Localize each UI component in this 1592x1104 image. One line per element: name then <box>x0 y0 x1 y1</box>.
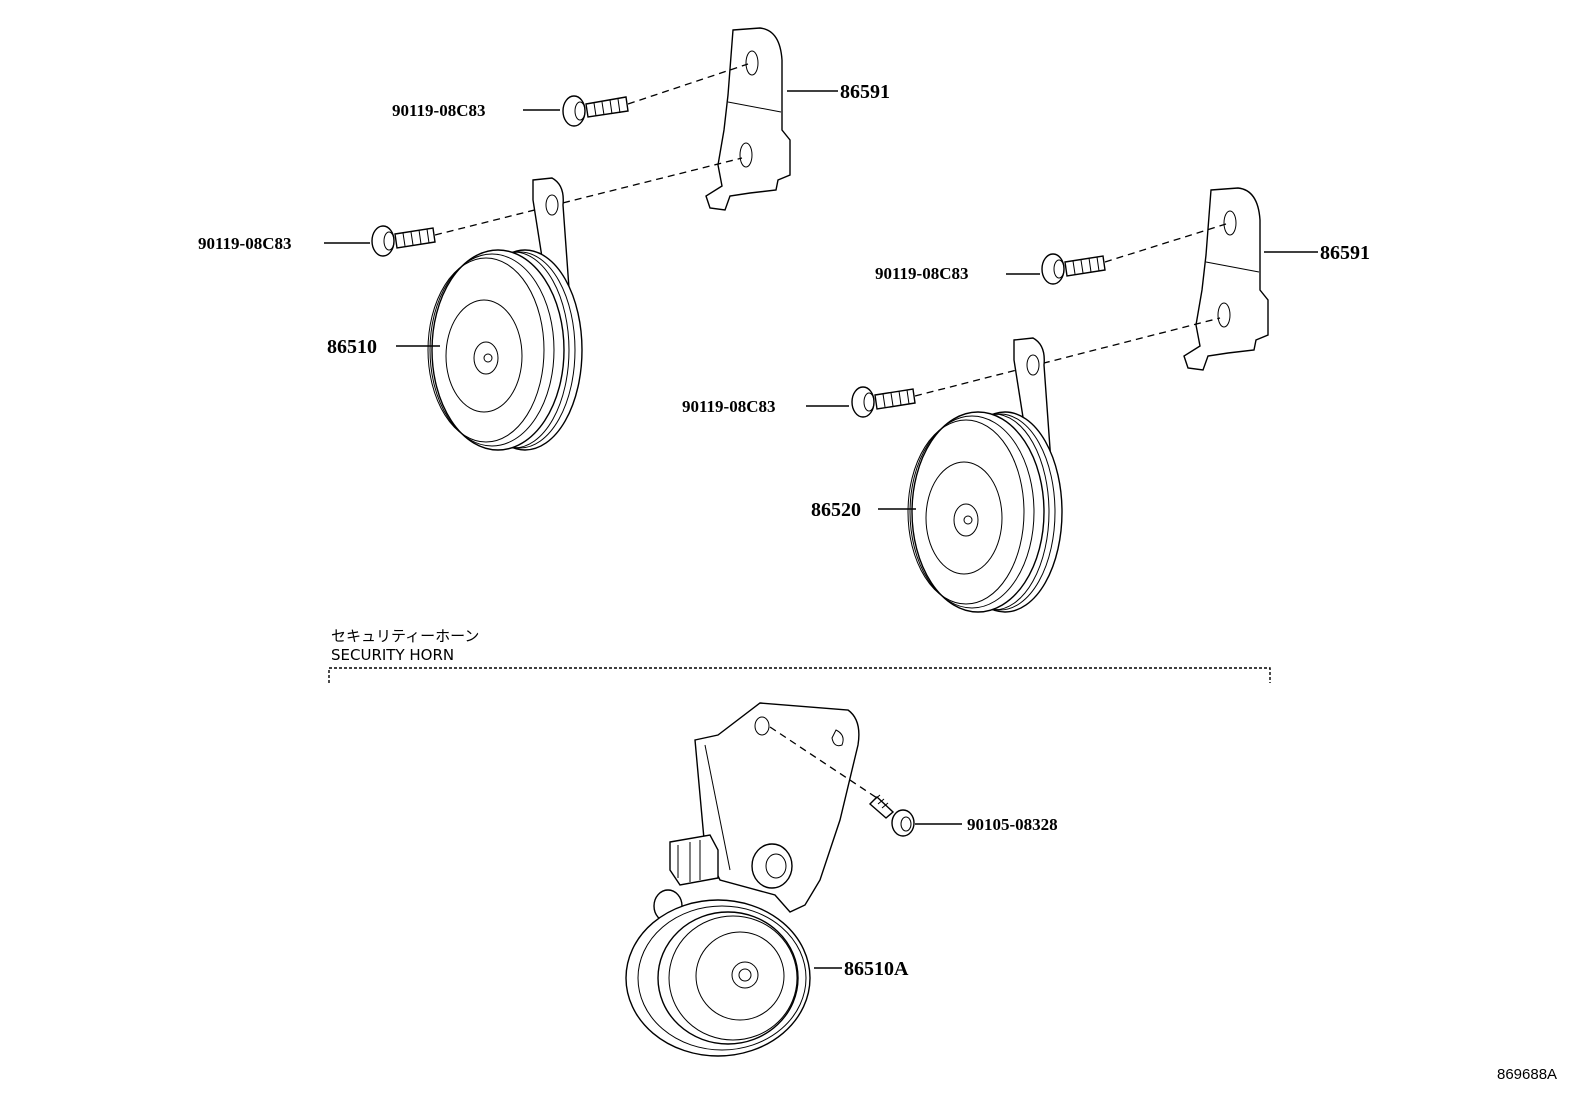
bolt-2 <box>371 225 436 257</box>
horn-86520 <box>907 337 1063 613</box>
label-bracket-2: 86591 <box>1320 242 1370 264</box>
bolt-3 <box>1041 253 1106 285</box>
horn-86510a <box>625 834 811 1057</box>
reference-code: 869688A <box>1497 1066 1557 1083</box>
bolt-4 <box>851 386 916 418</box>
bracket-86591-left <box>705 27 791 211</box>
security-bolt <box>868 794 915 837</box>
bolt-1 <box>562 95 629 127</box>
security-horn-bracket <box>694 702 860 913</box>
label-bolt-4: 90119-08C83 <box>682 397 776 416</box>
section-title-en: SECURITY HORN <box>331 646 454 664</box>
leader-lines <box>324 90 1318 969</box>
label-security-bolt: 90105-08328 <box>967 815 1058 834</box>
label-horn-low: 86510 <box>327 336 377 358</box>
label-security-horn: 86510A <box>844 958 909 980</box>
label-bolt-3: 90119-08C83 <box>875 264 969 283</box>
section-bracket-line <box>328 667 1271 683</box>
label-horn-high: 86520 <box>811 499 861 521</box>
bracket-86591-right <box>1183 187 1269 371</box>
label-bracket-1: 86591 <box>840 81 890 103</box>
label-bolt-1: 90119-08C83 <box>392 101 486 120</box>
horn-86510 <box>427 177 583 451</box>
section-title-ja: セキュリティーホーン <box>331 627 479 645</box>
label-bolt-2: 90119-08C83 <box>198 234 292 253</box>
